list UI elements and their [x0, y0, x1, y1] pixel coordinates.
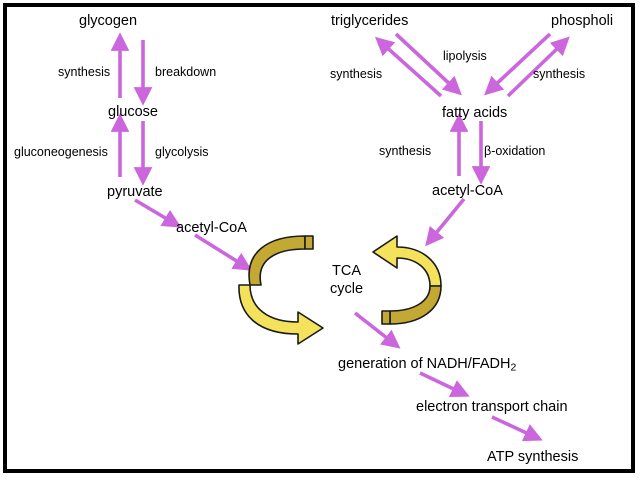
diagram-border-frame — [3, 3, 635, 473]
edge-label-synthesis-phospholipids: synthesis — [533, 67, 586, 81]
tca-right-front-arrow — [372, 235, 442, 287]
edge-label-synthesis-triglycerides: synthesis — [330, 67, 383, 81]
node-nadh-fadh2: generation of NADH/FADH2 — [338, 357, 516, 374]
edge-label-lipolysis: lipolysis — [443, 49, 487, 63]
node-fatty-acids: fatty acids — [442, 105, 508, 121]
edge-label-breakdown-glycogen: breakdown — [155, 65, 217, 79]
nadh-fadh2-subscript: 2 — [510, 362, 517, 374]
arrow-lipolysis-phospholipids — [484, 32, 552, 96]
arrow-synthesis-phospholipids — [506, 36, 570, 98]
tca-left-front-arrow — [238, 284, 324, 345]
nadh-fadh2-text: generation of NADH/FADH — [338, 356, 511, 372]
tca-right-bottom-strip — [381, 310, 391, 325]
arrow-nadh-to-etc — [419, 371, 470, 398]
tca-left-top-strip — [304, 235, 314, 250]
node-glucose: glucose — [108, 104, 158, 120]
edge-label-synthesis-glycogen: synthesis — [58, 65, 111, 79]
arrow-acetylcoa-to-tca-right — [425, 197, 466, 247]
purple-arrow-group — [110, 32, 570, 442]
node-acetyl-coa-right: acetyl-CoA — [432, 183, 503, 199]
node-atp-synthesis: ATP synthesis — [487, 449, 579, 465]
edge-label-beta-oxidation: β-oxidation — [484, 144, 546, 158]
node-triglycerides: triglycerides — [331, 13, 409, 29]
edge-label-gluconeogenesis: gluconeogenesis — [14, 145, 108, 159]
tca-cycle-label: TCA cycle — [330, 262, 363, 298]
tca-right-back-band — [389, 285, 442, 325]
arrow-synthesis-triglycerides — [374, 36, 443, 98]
node-acetyl-coa-left: acetyl-CoA — [176, 220, 247, 236]
node-electron-transport-chain: electron transport chain — [416, 399, 568, 415]
tca-left-back-band — [248, 235, 306, 286]
edge-label-glycolysis: glycolysis — [155, 145, 209, 159]
node-glycogen: glycogen — [79, 13, 138, 29]
arrow-acetylcoa-to-tca-left — [194, 233, 253, 271]
tca-cycle-label-line1: TCA — [332, 263, 362, 279]
tca-cycle-label-line2: cycle — [330, 281, 364, 298]
arrow-tca-to-nadh — [353, 311, 401, 349]
node-phospholipids: phospholi — [551, 13, 614, 29]
arrow-lipolysis-triglycerides — [394, 32, 462, 96]
node-pyruvate: pyruvate — [107, 184, 163, 200]
arrow-etc-to-atp — [491, 415, 543, 442]
edge-label-synthesis-fattyacids: synthesis — [379, 144, 432, 158]
arrow-pyruvate-to-acetylcoa — [134, 198, 182, 228]
tca-cycle-graphic — [238, 235, 442, 345]
